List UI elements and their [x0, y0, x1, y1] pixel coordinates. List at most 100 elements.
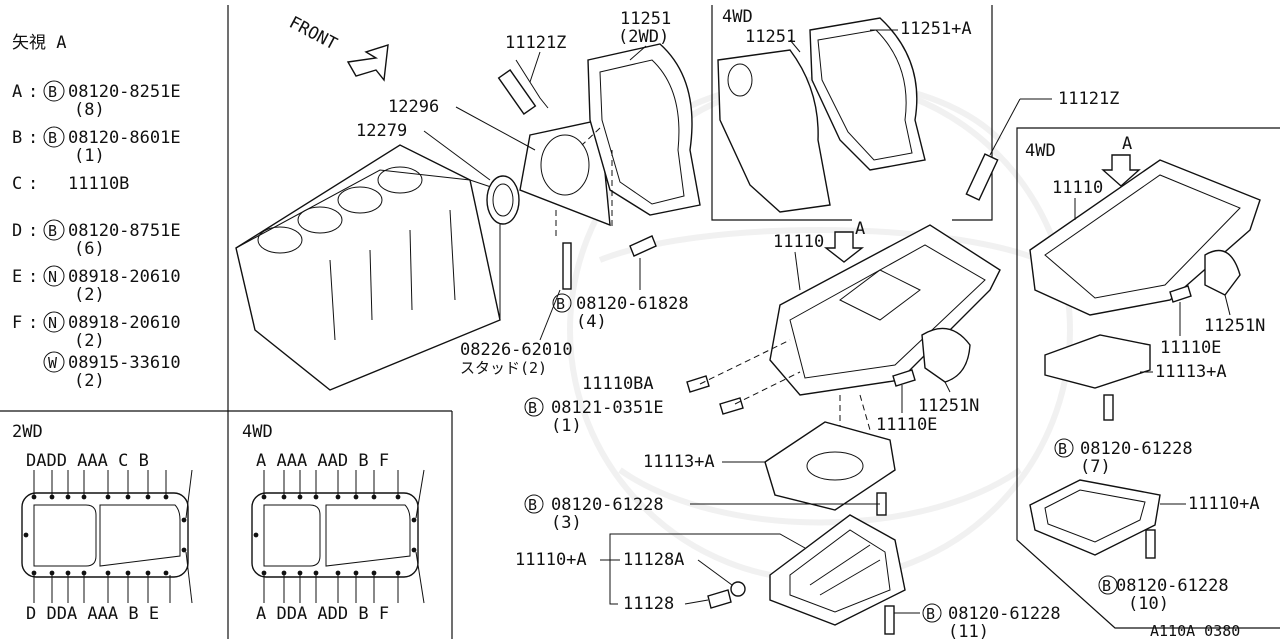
- label-4wd-11251: 11251: [745, 27, 796, 47]
- callouts: 11121Z 11251 (2WD) 12296 12279 08226-620…: [356, 9, 1265, 639]
- view-2wd-bottom-keys: D DDA AAA B E: [26, 604, 159, 624]
- label-08226: 08226-62010: [460, 340, 573, 360]
- legend-code: 08120-8601E: [68, 128, 181, 148]
- legend-symbol-circle: [43, 265, 65, 287]
- label-11110a: 11110+A: [515, 550, 587, 570]
- legend-qty: (6): [74, 239, 105, 259]
- label-08120-61828-qty: (4): [576, 312, 607, 332]
- seal-retainer-12296: [519, 119, 611, 227]
- panel-borders: [0, 5, 1280, 639]
- box-4wd-right-title: 4WD: [1025, 141, 1056, 161]
- view-4wd-top-keys: A AAA AAD B F: [256, 451, 389, 471]
- oil-pan-outline-4wd: [251, 492, 419, 578]
- legend-symbol: W: [48, 354, 58, 372]
- svg-text:B: B: [528, 399, 537, 417]
- legend-colon: :: [28, 267, 38, 287]
- rear-seal-group: [486, 43, 701, 290]
- label-arrow-a: A: [855, 219, 865, 239]
- legend-code: 08120-8251E: [68, 82, 181, 102]
- view-arrow-a-4wd-icon: [1101, 154, 1141, 187]
- front-arrow-icon: [346, 44, 389, 82]
- legend-heading: 矢視 A: [12, 33, 66, 53]
- view-2wd-title: 2WD: [12, 422, 43, 442]
- view-4wd-bottom-keys: A DDA ADD B F: [256, 604, 389, 624]
- legend-code: 08915-33610: [68, 353, 181, 373]
- oil-pan-sump-2wd: [33, 504, 97, 567]
- label-11121z-a: 11121Z: [505, 33, 566, 53]
- bolt-08121: [719, 397, 744, 415]
- sealant-tube-11121z: [965, 153, 999, 201]
- label-4wd-11110a: 11110+A: [1188, 494, 1260, 514]
- label-11128a: 11128A: [623, 550, 684, 570]
- label-08121: 08121-0351E: [551, 398, 664, 418]
- legend-qty: (2): [74, 331, 105, 351]
- gasket-11251a: [809, 17, 926, 171]
- baffle-11113a-4wd: [1044, 334, 1151, 389]
- label-4wd-08120-qty: (7): [1080, 457, 1111, 477]
- label-08120-61228-b: 08120-61228: [948, 604, 1061, 624]
- legend-symbol: N: [48, 268, 57, 286]
- label-11251-sub: (2WD): [618, 27, 669, 47]
- label-4wd-08120: 08120-61228: [1080, 439, 1193, 459]
- legend-symbol-circle: [43, 80, 65, 102]
- legend-key: C: [12, 174, 22, 194]
- box-4wd-top: 4WD: [717, 7, 999, 213]
- front-label: FRONT: [286, 13, 341, 55]
- drain-plug-11110e-4wd: [1169, 285, 1192, 303]
- label-4wd-11251n: 11251N: [1204, 316, 1265, 336]
- legend-symbol: B: [48, 222, 57, 240]
- bolt-holes-2wd: [23, 494, 187, 576]
- label-12296: 12296: [388, 97, 439, 117]
- label-11110ba: 11110BA: [582, 374, 654, 394]
- label-08121-qty: (1): [551, 416, 582, 436]
- figure-id: A110A 0380: [1150, 622, 1240, 639]
- legend-qty: (2): [74, 371, 105, 391]
- key-leaders-2wd: [33, 469, 193, 604]
- legend-code: 11110B: [68, 174, 129, 194]
- label-08120-61228: 08120-61228: [551, 495, 664, 515]
- legend-key: A: [12, 82, 22, 102]
- label-11121z-b: 11121Z: [1058, 89, 1119, 109]
- legend-code: 08120-8751E: [68, 221, 181, 241]
- view-arrow-a-icon: [823, 231, 865, 263]
- legend-code: 08918-20610: [68, 267, 181, 287]
- label-4wd-08120-b: 08120-61228: [1116, 576, 1229, 596]
- sealant-tube-icon: [515, 59, 549, 109]
- legend-key: B: [12, 128, 22, 148]
- label-4wd-arrow-a: A: [1122, 134, 1132, 154]
- label-11110: 11110: [773, 232, 824, 252]
- legend: 矢視 A: [12, 33, 66, 53]
- svg-text:B: B: [528, 496, 537, 514]
- label-11251: 11251: [620, 9, 671, 29]
- drain-plug-11110e: [892, 369, 916, 387]
- legend-key: E: [12, 267, 22, 287]
- svg-text:B: B: [926, 605, 935, 623]
- bolt-08120-61828: [629, 235, 657, 257]
- gasket-11251n-4wd: [1204, 249, 1241, 296]
- oil-pan-lower-11110a: [707, 514, 906, 635]
- bolt-11110ba: [686, 375, 710, 393]
- legend-colon: :: [28, 82, 38, 102]
- bolt-08120-61228-4wd: [1103, 394, 1114, 421]
- baffle-11113a: [764, 421, 896, 516]
- label-4wd-08120-b-qty: (10): [1128, 594, 1169, 614]
- engine-block: [235, 144, 501, 391]
- legend-symbol: B: [48, 129, 57, 147]
- label-11113a: 11113+A: [643, 452, 715, 472]
- key-leaders-4wd: [263, 469, 425, 604]
- oil-pan-outline-2wd: [21, 492, 189, 578]
- oil-pan-upper-11110: [686, 224, 1001, 431]
- legend-key: D: [12, 221, 22, 241]
- oil-pan-sump-4wd: [263, 504, 321, 567]
- label-4wd-11110e: 11110E: [1160, 338, 1221, 358]
- label-08226-sub: スタッド(2): [460, 359, 547, 377]
- legend-symbol-circle: [43, 126, 65, 148]
- label-11251a: 11251+A: [900, 19, 972, 39]
- drain-plug-11128: [707, 589, 732, 609]
- label-4wd-11110: 11110: [1052, 178, 1103, 198]
- svg-text:B: B: [556, 295, 565, 313]
- legend-symbol-circle: [43, 311, 65, 333]
- label-11251n: 11251N: [918, 396, 979, 416]
